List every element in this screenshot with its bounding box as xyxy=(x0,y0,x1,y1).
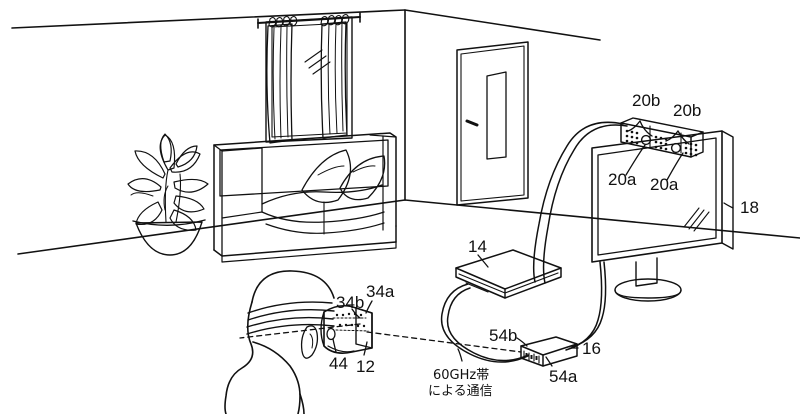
ref-numeral-54b: 54b xyxy=(489,326,517,345)
ref-numeral-20a-right: 20a xyxy=(650,175,679,194)
ref-numeral-12: 12 xyxy=(356,357,375,376)
ref-numeral-34a: 34a xyxy=(366,282,395,301)
leader-lines xyxy=(332,120,734,367)
ref-numeral-14: 14 xyxy=(468,237,487,256)
ref-numeral-34b: 34b xyxy=(336,293,364,312)
ref-numeral-44: 44 xyxy=(329,354,348,373)
potted-plant xyxy=(127,133,209,256)
ref-numeral-20b-right: 20b xyxy=(673,101,701,120)
ref-numeral-20a-left: 20a xyxy=(608,170,637,189)
cables xyxy=(440,121,628,363)
ref-numeral-18: 18 xyxy=(740,198,759,217)
ref-numeral-20b-left: 20b xyxy=(632,91,660,110)
game-console xyxy=(455,249,562,299)
door xyxy=(456,41,529,206)
window-curtains xyxy=(257,12,361,144)
wireless-annotation-line2: による通信 xyxy=(428,384,493,399)
ref-numeral-16: 16 xyxy=(582,339,601,358)
wireless-link xyxy=(239,323,522,353)
wireless-annotation-line1: 60GHz帯 xyxy=(433,368,489,383)
ref-numeral-54a: 54a xyxy=(549,367,578,386)
sofa xyxy=(213,132,397,263)
room-walls xyxy=(11,9,800,255)
user-head xyxy=(224,270,373,414)
